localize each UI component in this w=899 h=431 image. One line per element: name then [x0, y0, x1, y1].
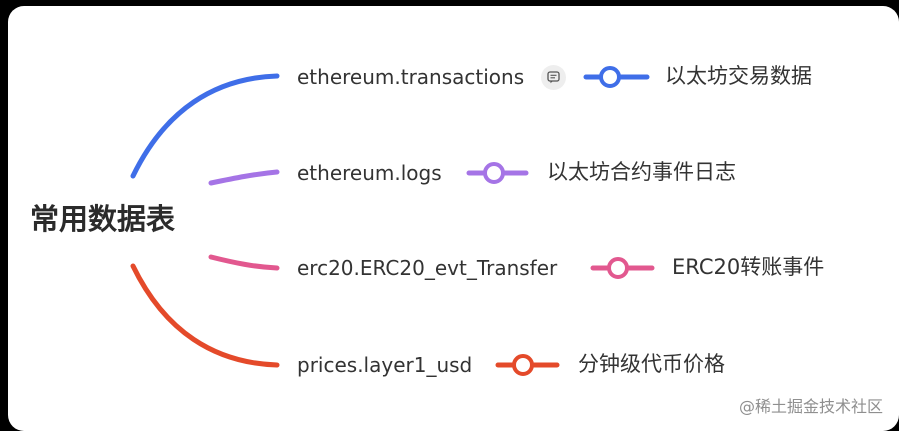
table-name-prices[interactable]: prices.layer1_usd	[297, 353, 473, 377]
description-prices[interactable]: 分钟级代币价格	[578, 352, 725, 376]
root-node-label[interactable]: 常用数据表	[30, 202, 176, 236]
table-name-transactions[interactable]: ethereum.transactions	[297, 65, 525, 89]
branch-curve-prices	[130, 263, 280, 368]
comment-note-glyph	[547, 71, 560, 84]
comment-note-icon[interactable]	[541, 65, 566, 90]
table-name-logs[interactable]: ethereum.logs	[297, 161, 442, 185]
link-node-prices[interactable]	[495, 354, 560, 376]
branch-curve-erc20-transfer	[208, 254, 280, 271]
watermark-text: @稀土掘金技术社区	[738, 397, 883, 416]
link-node-erc20-transfer[interactable]	[590, 257, 655, 279]
description-logs[interactable]: 以太坊合约事件日志	[547, 160, 736, 184]
mindmap-card	[8, 6, 899, 431]
branch-curve-transactions	[130, 73, 280, 179]
description-erc20-transfer[interactable]: ERC20转账事件	[672, 255, 825, 279]
branch-curve-logs	[208, 169, 280, 186]
table-name-erc20-transfer[interactable]: erc20.ERC20_evt_Transfer	[297, 256, 558, 280]
link-node-transactions[interactable]	[583, 66, 650, 88]
link-node-logs[interactable]	[466, 162, 529, 184]
description-transactions[interactable]: 以太坊交易数据	[665, 64, 812, 88]
